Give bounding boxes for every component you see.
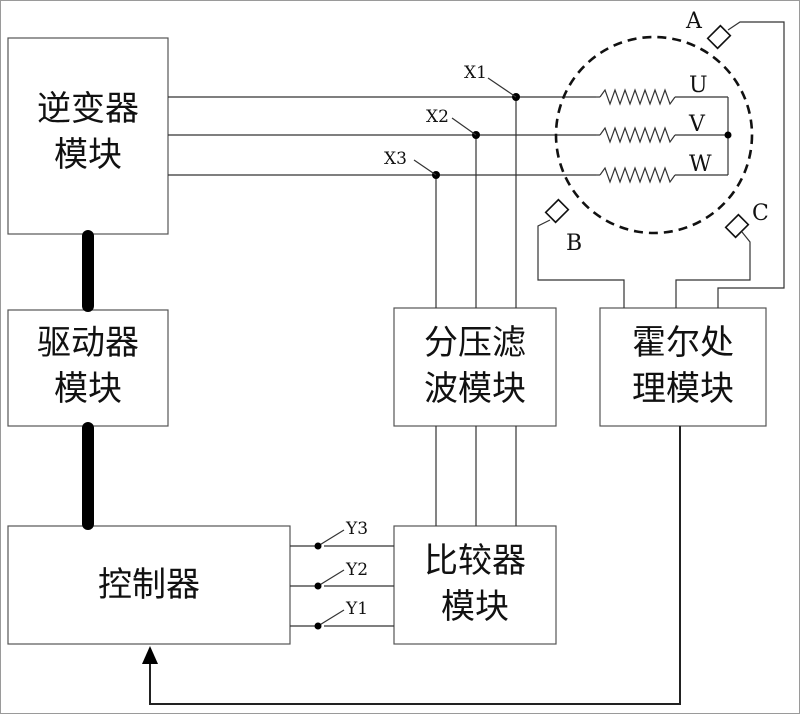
hall-processing-label-2: 理模块	[632, 369, 734, 409]
inverter-label-2: 模块	[54, 135, 122, 175]
hall-b-label: B	[566, 231, 582, 256]
divider-filter-label-1: 分压滤	[424, 323, 526, 363]
hall-feedback-line	[149, 426, 681, 705]
switch-y2-label: Y2	[345, 560, 368, 580]
driver-module: 驱动器 模块	[7, 309, 169, 427]
inverter-label-1: 逆变器	[37, 89, 139, 129]
motor-housing	[554, 35, 754, 235]
divider-filter-module: 分压滤 波模块	[393, 307, 557, 427]
divider-to-comparator-lines	[435, 426, 517, 526]
hall-processing-label-1: 霍尔处	[632, 323, 734, 363]
switch-y1-label: Y1	[345, 599, 368, 619]
hall-a-label: A	[685, 9, 703, 34]
driver-label-2: 模块	[54, 369, 122, 409]
inverter-module: 逆变器 模块	[7, 37, 169, 235]
winding-w-label: W	[689, 152, 712, 177]
comparator-outputs	[290, 529, 394, 630]
switch-x1-label: X1	[464, 63, 487, 83]
hall-sensor-c	[675, 213, 751, 308]
hall-sensor-b	[537, 198, 625, 308]
motor-windings	[596, 88, 732, 184]
controller-label: 控制器	[98, 565, 200, 605]
divider-filter-label-2: 波模块	[424, 369, 526, 409]
switch-x2-label: X2	[426, 107, 449, 127]
hall-processing-module: 霍尔处 理模块	[599, 307, 767, 427]
phase-lines	[168, 96, 596, 176]
winding-u-label: U	[689, 73, 708, 98]
hall-c-label: C	[752, 201, 769, 226]
comparator-label-1: 比较器	[424, 541, 526, 581]
controller-module: 控制器	[7, 525, 291, 645]
winding-v-label: V	[688, 112, 706, 137]
feedback-arrowhead	[142, 646, 158, 664]
comparator-module: 比较器 模块	[393, 525, 557, 645]
hall-sensor-a	[706, 21, 785, 308]
switch-y3-label: Y3	[345, 519, 368, 539]
comparator-label-2: 模块	[441, 587, 509, 627]
driver-label-1: 驱动器	[37, 323, 139, 363]
voltage-taps	[413, 77, 520, 308]
switch-x3-label: X3	[384, 149, 407, 169]
